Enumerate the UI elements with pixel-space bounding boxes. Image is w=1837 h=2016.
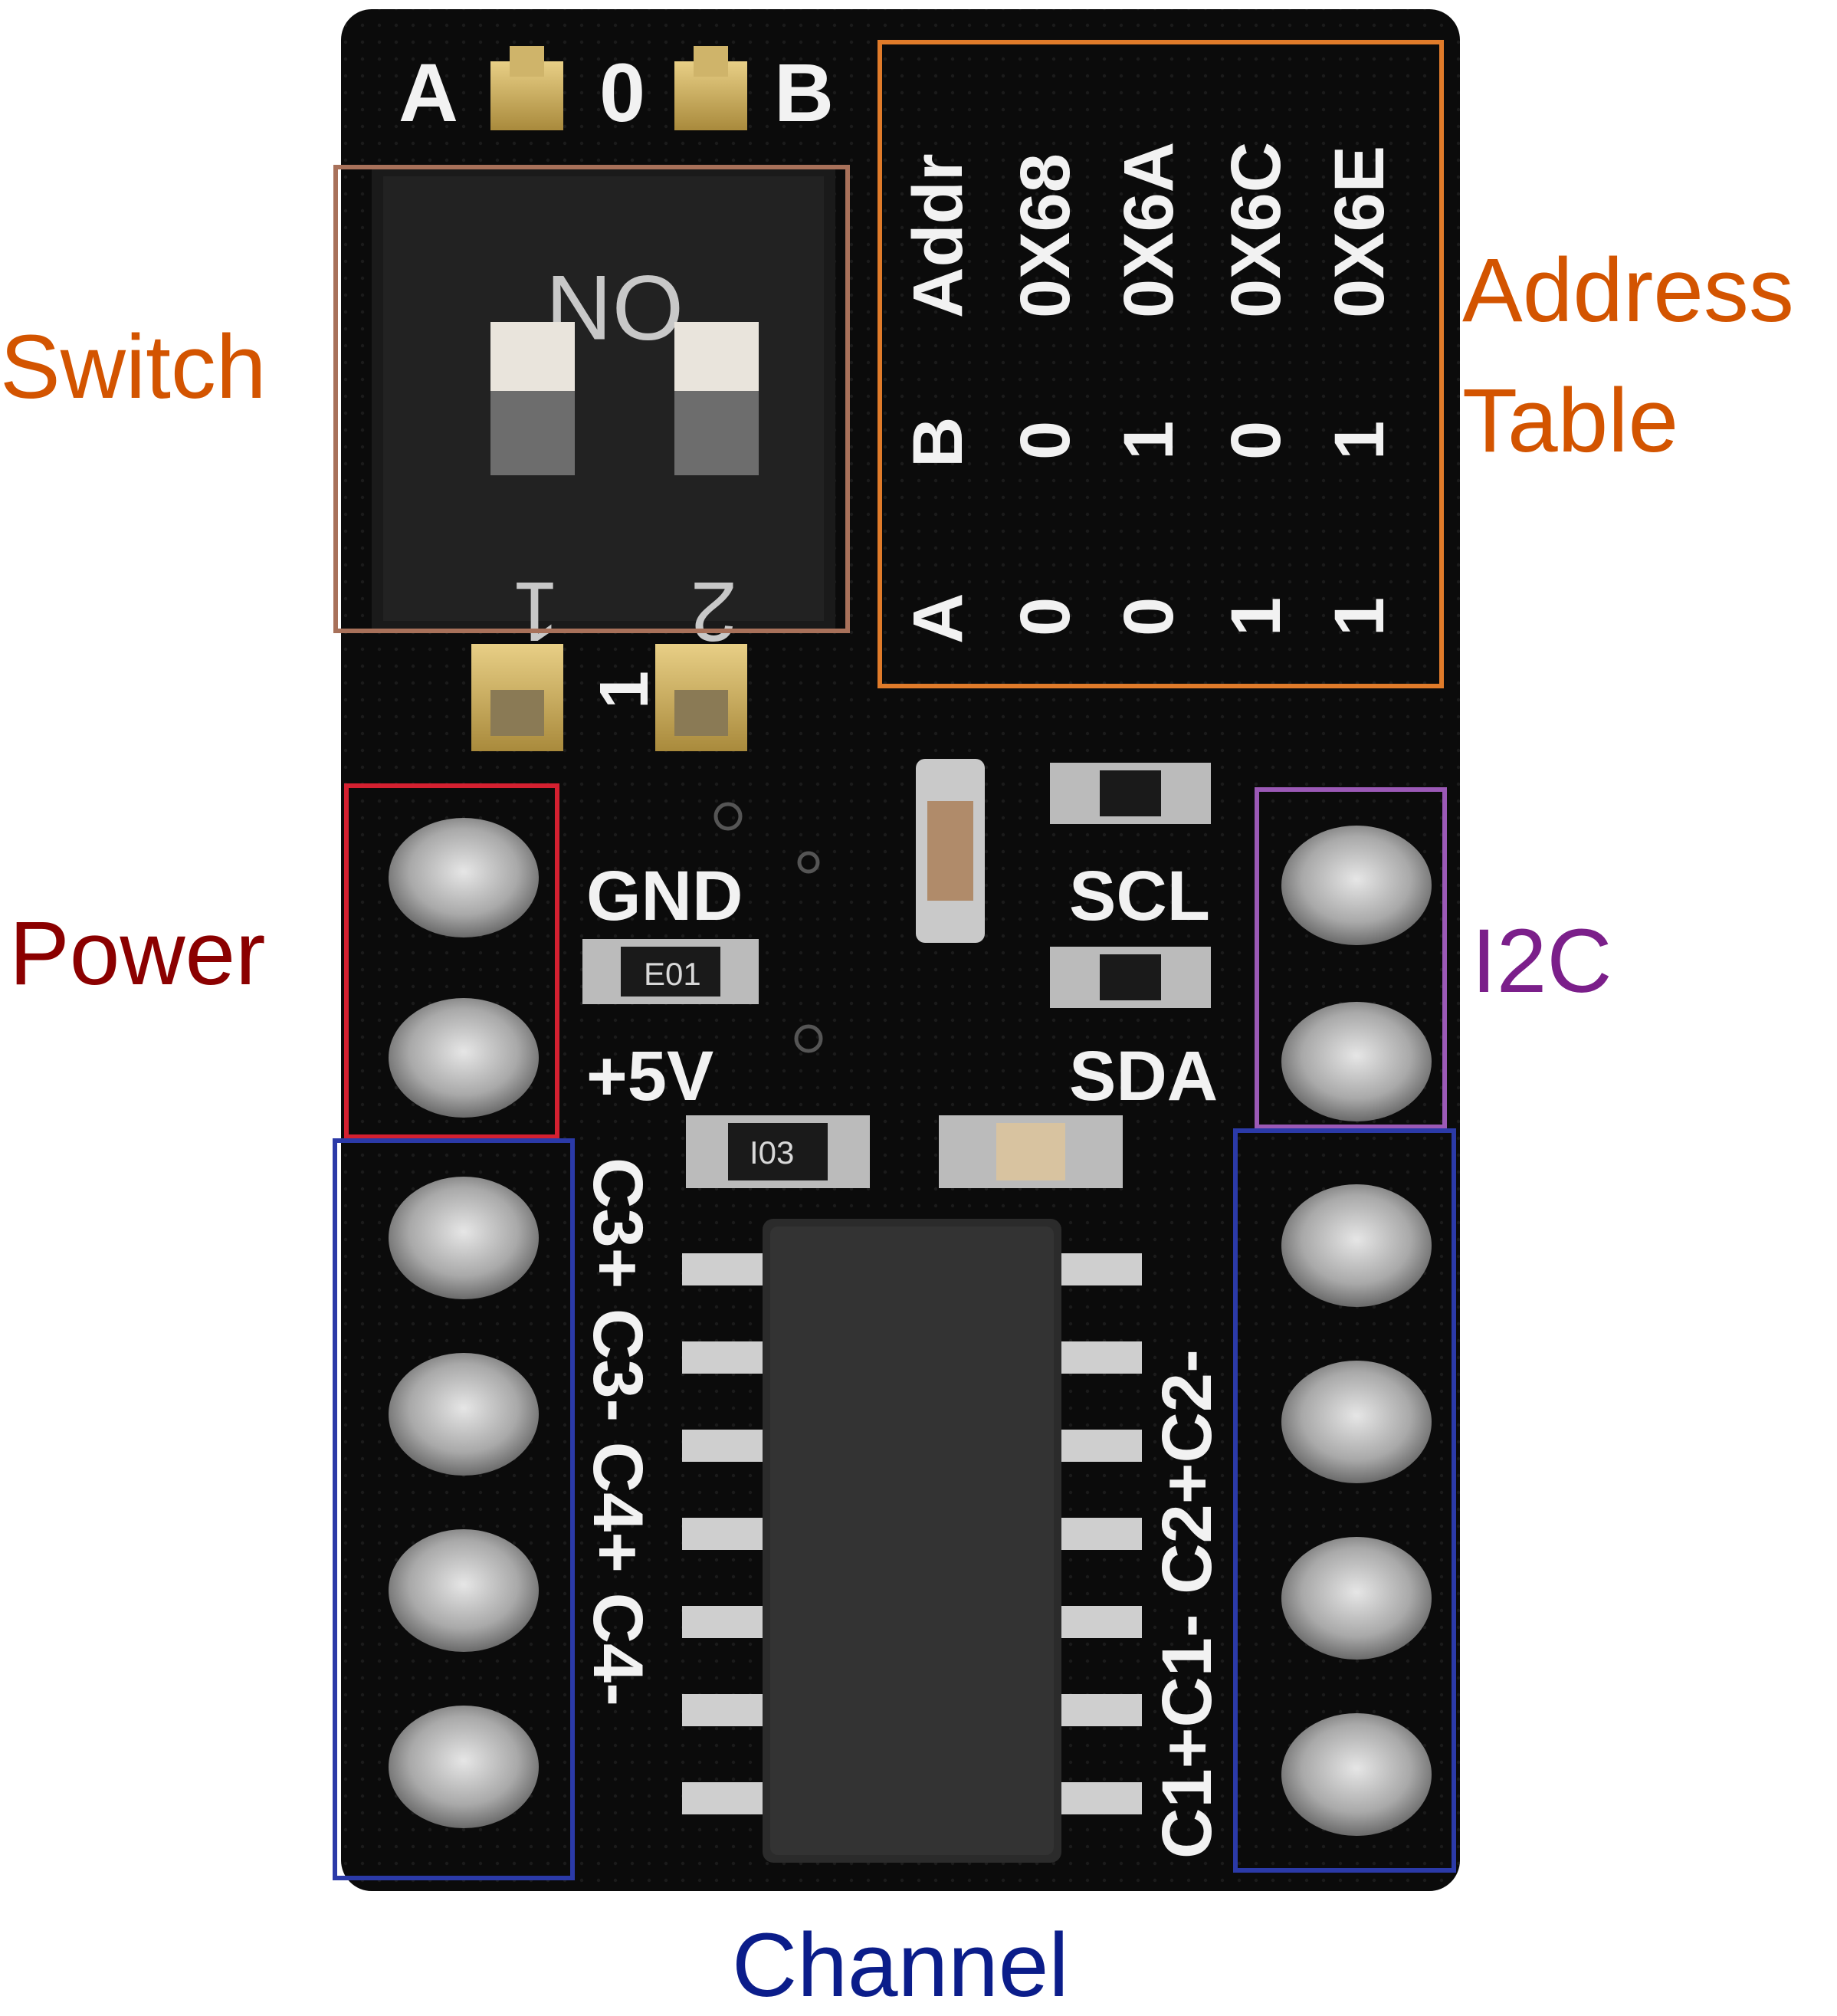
- smd-code-2: I03: [750, 1134, 794, 1171]
- power-pads: [389, 818, 539, 1118]
- address-header-b: B: [899, 417, 977, 468]
- header-pad-icon: [389, 998, 539, 1118]
- top-label-zero: 0: [599, 46, 645, 139]
- header-pad-icon: [389, 1353, 539, 1476]
- address-row1-a: 0: [1006, 597, 1084, 636]
- address-row4-b: 1: [1320, 421, 1399, 460]
- address-row4-addr: 0X6E: [1320, 146, 1399, 318]
- switch-callout: Switch: [0, 317, 267, 418]
- pin-label-sda: SDA: [1069, 1037, 1218, 1115]
- address-row2-b: 1: [1110, 421, 1188, 460]
- pin-label-5v: +5V: [586, 1037, 713, 1115]
- address-row3-b: 0: [1217, 421, 1295, 460]
- pin-label-right-channels: C1+C1- C2+C2-: [1148, 1349, 1226, 1859]
- address-row3-addr: 0X6C: [1217, 142, 1295, 318]
- pin-one-label: 1: [586, 671, 663, 709]
- switch-highlight-box: [333, 165, 850, 633]
- channel-callout: Channel: [732, 1915, 1069, 2016]
- switch-number-1: 1: [513, 564, 559, 658]
- address-table: A B Addr 0 0 0X68 0 1 0X6A 1 0 0X6C 1 1 …: [899, 142, 1399, 644]
- pin-label-scl: SCL: [1069, 857, 1210, 935]
- address-highlight-box: [877, 40, 1444, 688]
- chip-left-leads: [682, 1253, 770, 1814]
- smd-code-1: E01: [644, 956, 701, 992]
- address-table-callout-line1: Address: [1462, 240, 1794, 341]
- address-header-addr: Addr: [899, 153, 977, 318]
- i2c-pads: [1281, 826, 1432, 1121]
- switch-terminals-bottom: [471, 644, 747, 751]
- header-pad-icon: [1281, 1184, 1432, 1307]
- dip-switch-icon[interactable]: ON 1 2: [372, 169, 835, 658]
- header-pad-icon: [1281, 1361, 1432, 1483]
- header-pad-icon: [389, 1177, 539, 1299]
- header-pad-icon: [1281, 1002, 1432, 1121]
- address-row1-b: 0: [1006, 421, 1084, 460]
- address-row2-a: 0: [1110, 597, 1188, 636]
- left-channel-highlight-box: [333, 1138, 575, 1880]
- left-channel-pads: [389, 1177, 539, 1828]
- pin-label-left-channels: C3+ C3- C4+ C4-: [579, 1157, 657, 1706]
- address-header-a: A: [899, 593, 977, 644]
- soic-chip-icon: [682, 1219, 1142, 1863]
- header-pad-icon: [1281, 826, 1432, 945]
- address-row2-addr: 0X6A: [1110, 142, 1188, 318]
- switch-terminals-top: [490, 46, 747, 130]
- i2c-highlight-box: [1255, 787, 1447, 1129]
- header-pad-icon: [389, 1529, 539, 1652]
- right-channel-pads: [1281, 1184, 1432, 1836]
- switch-number-2: 2: [691, 564, 737, 658]
- address-row4-a: 1: [1320, 597, 1399, 636]
- address-row1-addr: 0X68: [1006, 153, 1084, 318]
- chip-right-leads: [1054, 1253, 1142, 1814]
- address-table-callout-line2: Table: [1462, 370, 1679, 471]
- power-highlight-box: [344, 783, 559, 1139]
- smd-components: E01 I03: [582, 759, 1211, 1188]
- power-callout: Power: [9, 903, 266, 1004]
- pin-label-gnd: GND: [586, 857, 743, 935]
- header-pad-icon: [389, 818, 539, 937]
- right-channel-highlight-box: [1233, 1128, 1456, 1873]
- header-pad-icon: [1281, 1537, 1432, 1660]
- header-pad-icon: [389, 1706, 539, 1828]
- header-pad-icon: [1281, 1713, 1432, 1836]
- top-label-a: A: [399, 46, 458, 139]
- i2c-callout: I2C: [1471, 911, 1612, 1012]
- address-row3-a: 1: [1217, 597, 1295, 636]
- top-label-b: B: [774, 46, 834, 139]
